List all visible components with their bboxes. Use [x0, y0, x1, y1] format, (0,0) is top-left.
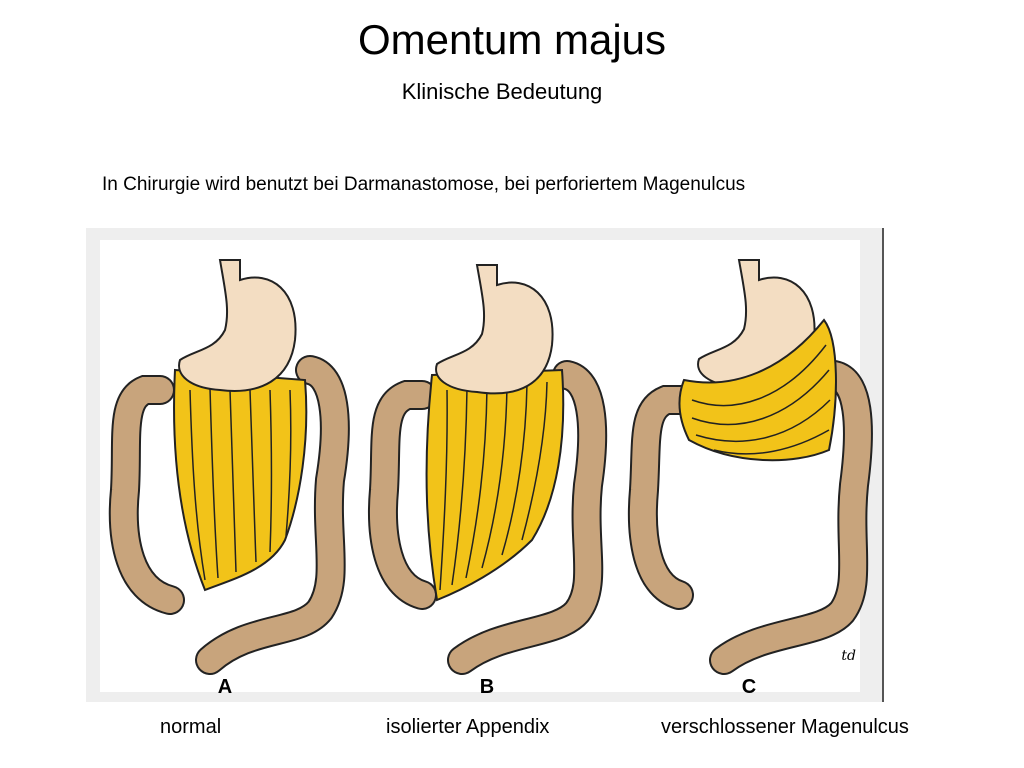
slide-subtitle: Klinische Bedeutung — [401, 79, 603, 104]
omentum-folds — [691, 344, 831, 455]
illustration-normal — [108, 259, 350, 675]
omentum — [425, 368, 565, 602]
panel-b: B — [362, 240, 612, 698]
artist-signature: td — [841, 648, 856, 664]
panel-c: C td — [624, 240, 874, 698]
colon-descending — [449, 362, 606, 673]
colon-ascending — [110, 377, 183, 613]
caption-sealed-ulcer: verschlossener Magenulcus — [661, 716, 909, 738]
stomach — [435, 264, 554, 395]
illustration-canvas: A B — [100, 240, 873, 698]
illustration-sealed-ulcer — [627, 259, 873, 675]
panel-letter: A — [217, 676, 233, 698]
omentum-folds — [439, 381, 548, 591]
omentum — [173, 368, 308, 592]
panel-letter: B — [479, 676, 495, 698]
caption-isolated-appendix: isolierter Appendix — [386, 716, 550, 738]
clinical-statement: In Chirurgie wird benutzt bei Darmanasto… — [102, 174, 746, 195]
colon-descending — [711, 362, 871, 673]
colon-descending — [197, 357, 348, 673]
colon-ascending — [369, 382, 435, 608]
panel-a: A — [100, 240, 350, 698]
slide-title: Omentum majus — [357, 16, 667, 63]
colon-ascending — [629, 387, 695, 608]
anatomical-illustration: A B — [86, 228, 884, 702]
omentum-folds — [189, 387, 292, 581]
caption-normal: normal — [160, 716, 222, 738]
panel-letter: C — [741, 676, 757, 698]
illustration-isolated-appendix — [367, 264, 608, 675]
stomach — [178, 259, 297, 392]
